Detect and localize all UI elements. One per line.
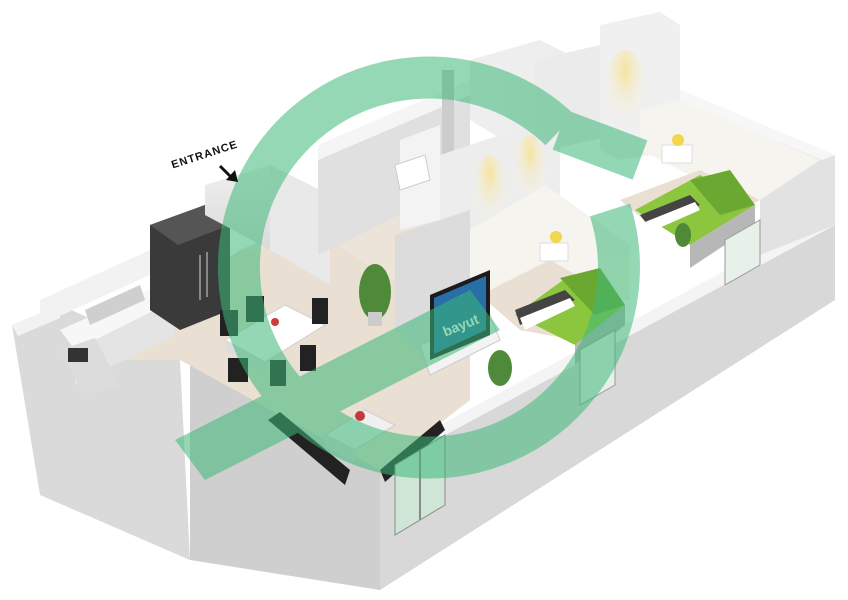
plants — [359, 223, 691, 386]
bayut-watermark-logo — [175, 56, 648, 480]
entrance-arrow-icon — [218, 164, 238, 182]
kitchen — [40, 205, 230, 395]
bedroom-1 — [620, 100, 820, 286]
